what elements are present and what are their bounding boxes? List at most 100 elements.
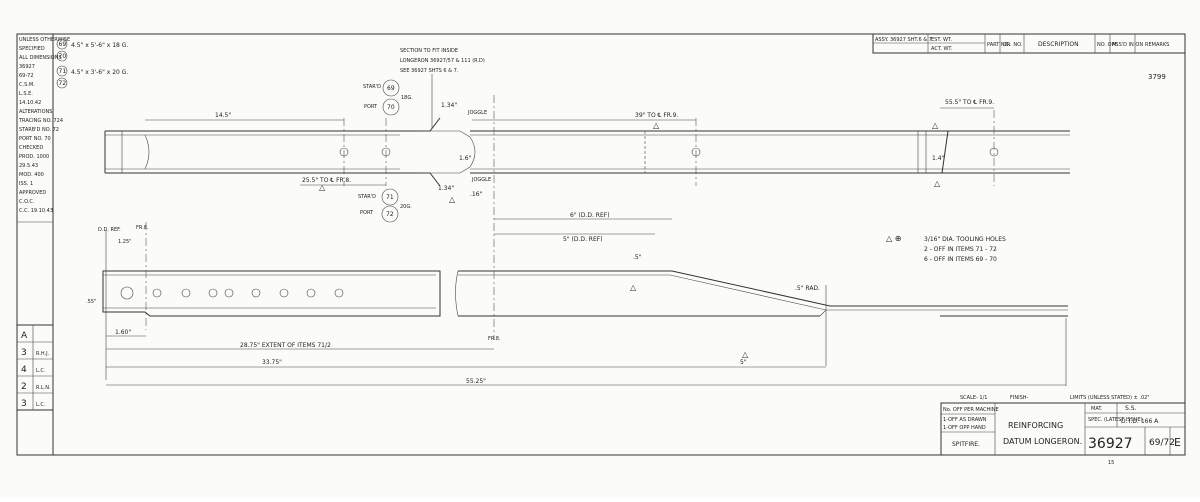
part-title-2: DATUM LONGERON. [1003, 437, 1082, 446]
drawing-number: 36927 [1088, 436, 1133, 452]
dim-39: 39" TO ℄ FR.9. [635, 112, 678, 119]
part-title-1: REINFORCING [1008, 421, 1063, 430]
dim-55-25: 55.25" [466, 378, 486, 385]
strip-note: UNLESS OTHERWISE [19, 37, 70, 43]
rev-by-4: L.C. [36, 402, 46, 408]
tooling-note-1: 3/16" DIA. TOOLING HOLES [924, 236, 1006, 243]
finish: FINISH- [1010, 395, 1028, 401]
strip-note: PROD. 1000 [19, 154, 49, 160]
part-no-header: PART NO. [987, 42, 1010, 48]
dim-16: .16" [470, 191, 483, 198]
rev-triangle-2: △ [653, 121, 660, 130]
off-opp: 1-OFF OPP HAND [943, 425, 986, 431]
off-drawn: 1-OFF AS DRAWN [943, 417, 987, 423]
dim-1-25: 1.25" [118, 239, 131, 245]
rev-triangle-6: △ [742, 350, 749, 359]
gauge-18: 18G. [401, 95, 413, 101]
dim-1-34-top: 1.34" [441, 102, 457, 109]
tooling-note-3: 6 - OFF IN ITEMS 69 - 70 [924, 256, 997, 263]
mat-value: S.S. [1125, 405, 1137, 412]
strip-note: PORT NO. 70 [19, 136, 51, 142]
section-note-1: SECTION TO FIT INSIDE [400, 48, 458, 54]
section-note-3: SEE 36927 SHTS 6 & 7. [400, 68, 459, 74]
dim-height: .55" [86, 299, 96, 305]
issue-letter: E [1174, 436, 1181, 449]
limits: LIMITS (UNLESS STATED) ± .02" [1070, 395, 1150, 401]
rev-2: 4 [21, 365, 27, 375]
mat-item-71: 71 [59, 68, 67, 75]
dim-5: 5" [740, 359, 747, 366]
upper-view: 14.5" 39" TO ℄ FR.9. 55.5" TO ℄ FR.9. 25… [104, 48, 1070, 223]
sheet-border [16, 33, 1186, 456]
stbd-lower-label: STAR'D [358, 194, 376, 200]
rev-triangle-1: △ [319, 183, 326, 192]
sheet-ref: 69/72 [1149, 438, 1175, 448]
rev-0: A [21, 331, 28, 341]
strip-note: ALL DIMENSIONS [19, 55, 62, 61]
act-wt: ACT. WT. [931, 46, 953, 52]
strip-note: C.O.C. [19, 199, 35, 205]
dim-6-dd: 6" (D.D. REF) [570, 212, 610, 219]
dr-no-header: DR. NO. [1003, 42, 1023, 48]
joggle-top: JOGGLE [467, 110, 487, 116]
sheet-number: 3799 [1148, 73, 1166, 81]
lower-view: D.D. REF. FR.8. 1.25" 1.60" .55" 6" (D.D… [86, 95, 1068, 386]
dim-33-75: 33.75" [262, 359, 282, 366]
end-dim: 1.4" [932, 155, 945, 162]
est-wt: EST. WT. [931, 37, 952, 43]
tooling-triangle: △ ⊕ [886, 234, 901, 243]
dim-1-6: 1.6" [459, 155, 472, 162]
top-title-block: ASSY. 36927 SHT.6 & 7 EST. WT. ACT. WT. … [872, 33, 1186, 54]
item-72-balloon: 72 [386, 211, 394, 218]
strip-note: 36927 [19, 64, 35, 70]
fr8-bottom: FR.8. [488, 336, 501, 342]
no-off-label: No. OFF PER MACHINE [943, 407, 999, 413]
mat-item-72: 72 [59, 80, 67, 87]
dim-14-5: 14.5" [215, 112, 231, 119]
item-71-balloon: 71 [386, 194, 394, 201]
rev-triangle-4: △ [934, 179, 941, 188]
rev-triangle-3: △ [932, 121, 939, 130]
no-off-header: NO. OFF [1097, 42, 1117, 48]
mat-item-70: 70 [59, 53, 67, 60]
strip-note: TRACING NO. 724 [18, 118, 63, 124]
description-header: DESCRIPTION [1038, 41, 1079, 48]
strip-note: 69-72 [19, 73, 34, 79]
tooling-note-2: 2 - OFF IN ITEMS 71 - 72 [924, 246, 997, 253]
strip-note: 29.5.43 [19, 163, 38, 169]
title-block: SCALE- 1/1 FINISH- LIMITS (UNLESS STATED… [940, 395, 1186, 466]
stbd-upper-label: STAR'D [363, 84, 381, 90]
gauge-20: 20G. [400, 204, 412, 210]
strip-note: ISS. 1 [19, 181, 33, 187]
mat-text-69: 4.5" x 5'-6" x 18 G. [71, 42, 128, 49]
assy-ref: ASSY. 36927 SHT.6 & 7 [875, 37, 932, 43]
mat-text-71: 4.5" x 3'-6" x 20 G. [71, 69, 128, 76]
dim-1-34-bot: 1.34" [438, 185, 454, 192]
strip-note: MOD. 400 [19, 172, 44, 178]
joggle-bot: JOGGLE [471, 177, 491, 183]
datum-ref: D.D. REF. [98, 227, 121, 233]
rev-by-1: R.H.J. [36, 351, 50, 357]
revision-table: A 3 R.H.J. 4 L.C. 2 R.L.N. 3 L.C. [16, 324, 54, 411]
scale: SCALE- 1/1 [960, 395, 987, 401]
item-70-balloon: 70 [387, 104, 395, 111]
strip-note: STARB'D NO. 72 [19, 127, 59, 133]
dim-rad: .5" RAD. [795, 285, 820, 292]
fr8-top: FR.8. [136, 225, 149, 231]
mat-label: MAT. [1091, 406, 1103, 412]
remarks-header: REMARKS [1145, 42, 1169, 48]
port-lower-label: PORT [360, 210, 374, 216]
rev-by-2: L.C. [36, 368, 46, 374]
dim-25-5: 25.5" TO ℄ FR.8. [302, 177, 351, 184]
spec-value: D.T.D. 166 A [1121, 418, 1159, 425]
rev-by-3: R.L.N. [36, 385, 51, 391]
material-list: 69 4.5" x 5'-6" x 18 G. 70 71 4.5" x 3'-… [56, 38, 128, 89]
strip-note: L.S.E. [19, 91, 33, 97]
dim-55-5: 55.5" TO ℄ FR.9. [945, 99, 994, 106]
strip-note: CHECKED [19, 145, 43, 151]
mat-item-69: 69 [59, 41, 67, 48]
aircraft-name: SPITFIRE. [952, 441, 980, 448]
rev-triangle-5: △ [449, 195, 456, 204]
